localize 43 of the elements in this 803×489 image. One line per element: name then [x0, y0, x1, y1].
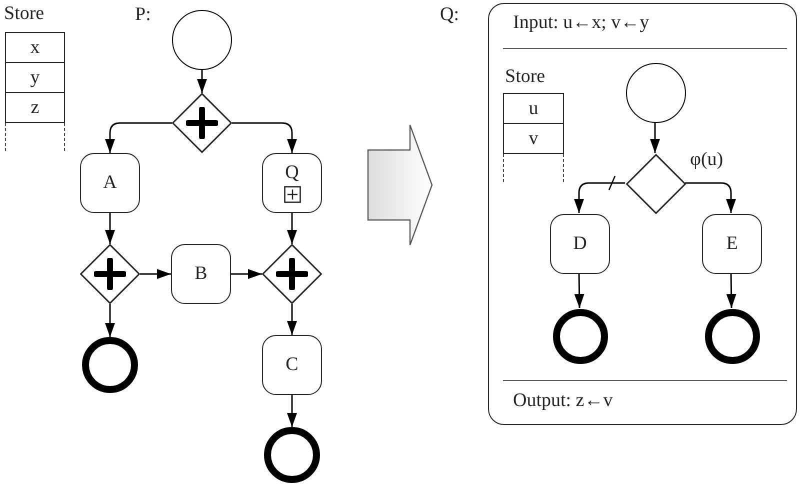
task-box	[550, 214, 610, 274]
sequence-flow-arrow	[287, 395, 297, 427]
gateway-diamond	[80, 244, 140, 304]
input-text: Input: u←x; v←y	[513, 12, 650, 34]
store-cell: y	[5, 62, 65, 93]
sequence-flow-arrow	[105, 304, 115, 337]
gateway-diamond	[262, 244, 322, 304]
task-box	[262, 335, 322, 395]
task-box	[171, 244, 231, 304]
gateway-diamond	[626, 154, 686, 214]
task-label: B	[194, 264, 208, 284]
sequence-flow-arrow	[231, 269, 262, 279]
sequence-flow-arrow	[726, 272, 736, 308]
store-cell: u	[503, 93, 564, 124]
sequence-flow-arrow	[287, 304, 297, 335]
task-box	[702, 214, 762, 274]
sequence-flow-arrow	[232, 122, 297, 153]
task-label: A	[103, 172, 117, 194]
sequence-flow-arrow	[105, 213, 115, 244]
gateway-diamond	[172, 93, 232, 153]
task-box	[262, 153, 322, 213]
store-cell: x	[5, 32, 65, 63]
task-label: C	[286, 354, 298, 376]
store-label: Store	[4, 4, 44, 23]
store-cell: v	[503, 123, 564, 154]
store-label: Store	[505, 67, 546, 86]
task-label: D	[573, 234, 587, 254]
sequence-flow-arrow	[685, 182, 736, 213]
store-cell: z	[5, 92, 65, 123]
sequence-flow-arrow	[197, 70, 207, 93]
sequence-flow-arrow	[574, 272, 584, 308]
store-label: Q:	[440, 5, 459, 24]
store-label: P:	[135, 5, 151, 24]
sequence-flow-arrow	[287, 213, 297, 244]
task-box	[80, 153, 140, 213]
task-label: Q	[285, 163, 299, 184]
sequence-flow-arrow	[140, 269, 171, 279]
task-label: E	[726, 234, 738, 254]
output-text: Output: z←v	[513, 390, 613, 412]
sequence-flow-arrow	[650, 122, 660, 153]
sequence-flow-arrow	[574, 182, 625, 213]
sequence-flow-arrow	[105, 122, 172, 153]
edge-label: φ(u)	[688, 149, 726, 171]
